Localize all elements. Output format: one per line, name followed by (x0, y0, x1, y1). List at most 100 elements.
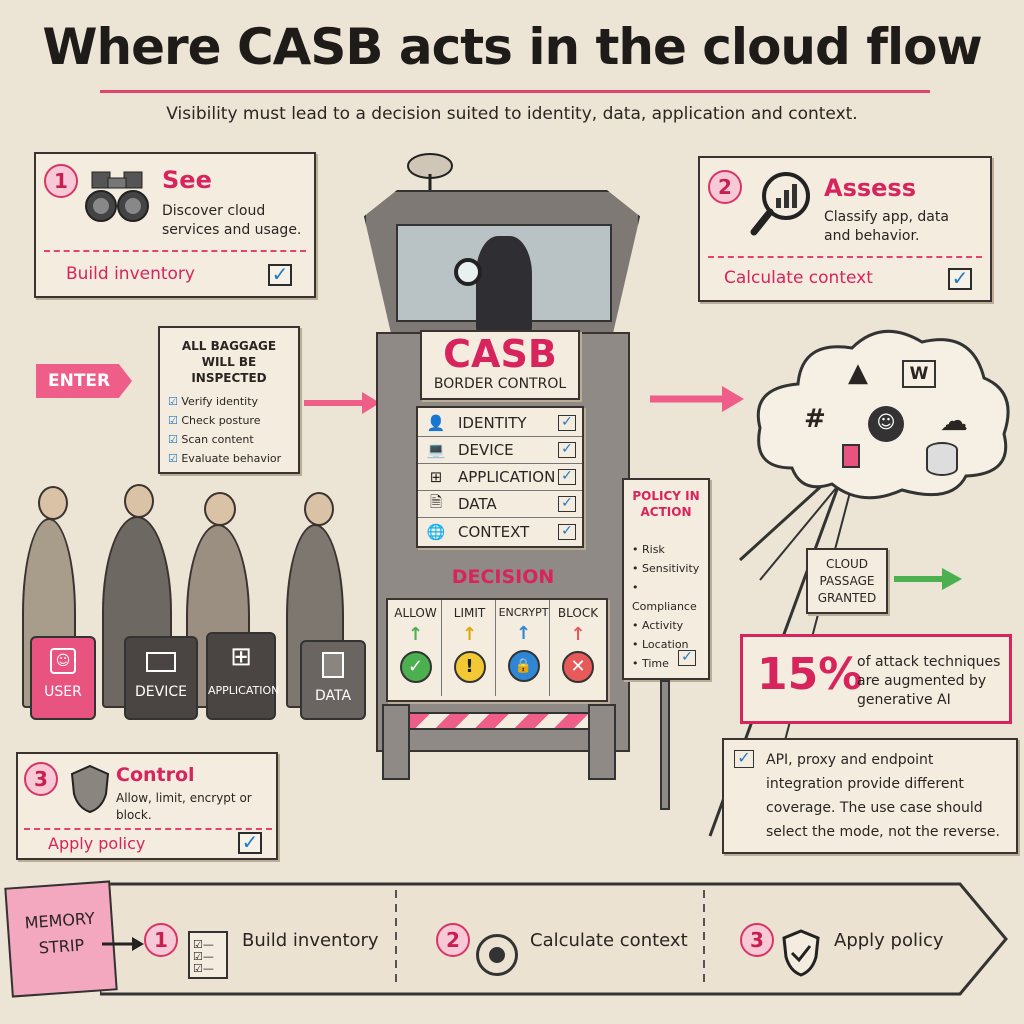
arrow-up-icon: ↑ (407, 624, 424, 645)
memory-text: Build inventory (242, 929, 379, 951)
policy-sign-heading: POLICY IN ACTION (632, 489, 700, 519)
suitcase-label: DATA (314, 688, 352, 704)
baggage-item: ☑ Scan content (168, 433, 254, 446)
cloud-passage-sign: CLOUD PASSAGE GRANTED (806, 548, 888, 614)
casb-title: CASB (443, 332, 557, 376)
flow-arrow-to-tower (302, 390, 380, 416)
checkbox-icon: ✓ (558, 415, 576, 431)
memory-item: 2 Calculate context (436, 890, 688, 990)
checkbox-icon: ✓ (558, 442, 576, 458)
arrow-up-icon: ↑ (570, 624, 586, 645)
slack-icon: # (804, 404, 826, 434)
user-icon: ☺ (50, 648, 76, 674)
step-number: 3 (24, 762, 58, 796)
baggage-sign: ALL BAGGAGE WILL BE INSPECTED ☑ Verify i… (158, 326, 300, 474)
check-row: 💻DEVICE✓ (418, 437, 582, 464)
step-divider (44, 250, 306, 252)
check-circle-icon: ✓ (399, 651, 432, 683)
cloud-passage-text: CLOUD PASSAGE GRANTED (817, 557, 877, 605)
suitcase-data: DATA (300, 640, 366, 720)
memory-number: 3 (740, 923, 774, 957)
barrier-gate (382, 704, 620, 784)
radar-dish-icon (404, 148, 456, 194)
policy-sign: POLICY IN ACTION • Risk • Sensitivity • … (622, 478, 710, 680)
check-row: 🌐CONTEXT✓ (418, 518, 582, 545)
step-number: 2 (708, 170, 742, 204)
lock-circle-icon: 🔒 (507, 650, 540, 682)
policy-item: • Compliance (632, 581, 697, 613)
policy-sign-post (660, 680, 670, 810)
arrow-up-icon: ↑ (515, 623, 532, 644)
checkbox-icon: ✓ (558, 469, 576, 485)
laptop-icon: 💻 (426, 441, 446, 459)
step-card-control: 3 Control Allow, limit, encrypt or block… (16, 752, 278, 860)
stat-value: 15% (757, 649, 863, 700)
decision-allow: ALLOW ↑ ✓ (390, 600, 442, 696)
suitcase-label: USER (44, 684, 82, 700)
step-title: See (162, 166, 212, 194)
memory-number: 2 (436, 923, 470, 957)
word-icon: W (902, 360, 936, 388)
decision-panel: ALLOW ↑ ✓ LIMIT ↑ ! ENCRYPT ↑ 🔒 BLOCK ↑ … (386, 598, 608, 702)
step-action: Calculate context (724, 268, 873, 288)
title-underline (100, 90, 930, 93)
user-icon: 👤 (426, 414, 446, 432)
suitcase-device: DEVICE (124, 636, 198, 720)
cloud-shape: ▲ W # ☺ ☁ (752, 318, 1014, 508)
checkbox-icon: ✓ (238, 832, 262, 854)
step-title: Assess (824, 174, 916, 202)
memory-text: Calculate context (530, 929, 688, 951)
traveller-head (204, 492, 236, 526)
suitcase-application: ⊞ APPLICATION (206, 632, 280, 720)
check-row: 🗎DATA✓ (418, 491, 582, 518)
cloud-icon: ☁ (940, 404, 968, 437)
magnifier-chart-icon (750, 168, 812, 240)
casb-subtitle: BORDER CONTROL (433, 376, 567, 392)
baggage-item: ☑ Verify identity (168, 395, 259, 408)
decision-title: DECISION (451, 566, 555, 588)
target-icon (476, 934, 518, 976)
traveller-head (38, 486, 68, 520)
laptop-icon (146, 652, 176, 672)
policy-item: • Location (632, 638, 689, 651)
decision-block: BLOCK ↑ ✕ (552, 600, 604, 696)
policy-item: • Sensitivity (632, 562, 700, 575)
step-title: Control (116, 764, 195, 786)
clipboard-icon: ☑—☑—☑— (188, 931, 228, 979)
arrow-right-icon (892, 566, 962, 592)
apps-grid-icon: ⊞ (230, 642, 252, 672)
officer-figure (476, 236, 532, 332)
document-icon: 🗎 (429, 492, 443, 511)
step-divider (708, 256, 982, 258)
memory-item: 3 Apply policy (740, 890, 944, 990)
stat-box: 15% of attack techniques are augmented b… (740, 634, 1012, 724)
globe-icon: 🌐 (426, 522, 446, 541)
step-description: Allow, limit, encrypt or block. (116, 791, 252, 822)
memory-item: 1 ☑—☑—☑— Build inventory (144, 890, 379, 990)
step-description: Discover cloud services and usage. (162, 203, 302, 238)
arrow-up-icon: ↑ (461, 624, 478, 645)
memory-text: Apply policy (834, 929, 944, 951)
policy-item: • Time (632, 657, 669, 670)
note-box: ✓ API, proxy and endpoint integration pr… (722, 738, 1018, 854)
page-title: Where CASB acts in the cloud flow (42, 18, 982, 76)
policy-item: • Activity (632, 619, 684, 632)
suitcase-label: DEVICE (135, 684, 187, 700)
checkbox-icon: ✓ (948, 268, 972, 290)
shield-check-icon (780, 929, 822, 981)
step-action: Apply policy (48, 834, 146, 853)
magnifying-glass-icon (454, 258, 482, 286)
check-row: 👤IDENTITY✓ (418, 410, 582, 437)
checkbox-icon: ✓ (678, 650, 696, 666)
checkbox-icon: ✓ (734, 750, 754, 768)
database-icon (926, 442, 958, 476)
check-row: ⊞APPLICATION✓ (418, 464, 582, 491)
decision-limit: LIMIT ↑ ! (444, 600, 496, 696)
warning-circle-icon: ! (453, 651, 486, 683)
step-card-see: 1 See Discover cloud services and usage.… (34, 152, 316, 298)
shield-icon (68, 764, 112, 814)
suitcase-label: APPLICATION (208, 684, 280, 697)
cloud-gate (842, 444, 860, 468)
baggage-item: ☑ Evaluate behavior (168, 452, 282, 465)
casb-sign: CASB BORDER CONTROL (420, 330, 580, 400)
